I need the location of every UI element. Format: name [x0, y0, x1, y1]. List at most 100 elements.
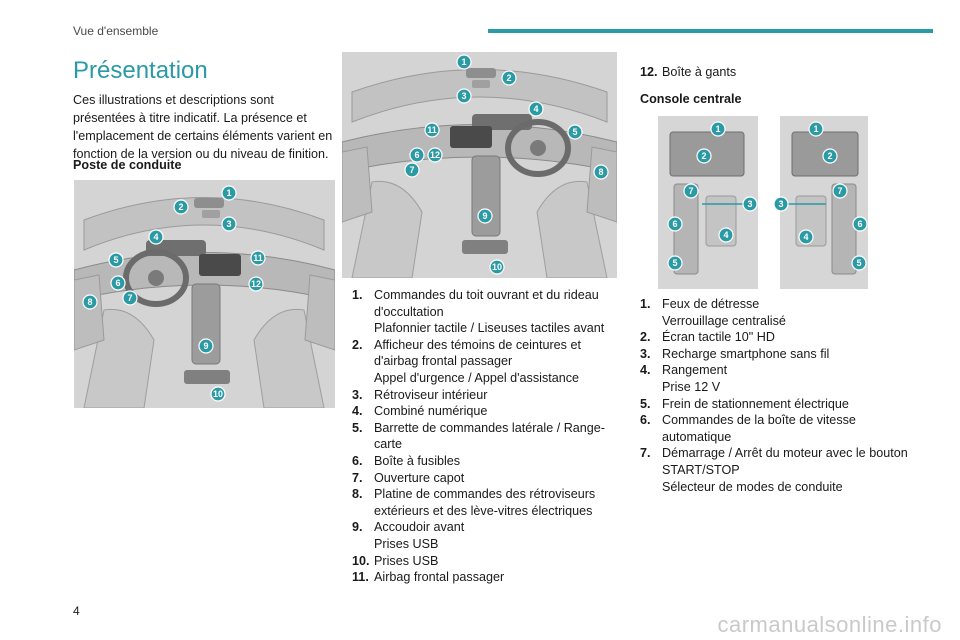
list-item-text: Démarrage / Arrêt du moteur avec le bout… [662, 445, 920, 495]
fig1-badge-12: 12 [248, 276, 264, 292]
list-item-text: Prises USB [374, 553, 617, 570]
svg-text:8: 8 [598, 167, 603, 177]
fig1-badge-4: 4 [148, 229, 164, 245]
fig3-right-badge-1: 1 [808, 121, 824, 137]
svg-text:3: 3 [461, 91, 466, 101]
fig3-left-badge-4: 4 [718, 227, 734, 243]
fig2-badge-9: 9 [477, 208, 493, 224]
fig2-badge-6: 6 [409, 147, 425, 163]
svg-text:4: 4 [803, 232, 808, 242]
svg-text:4: 4 [533, 104, 538, 114]
list-item-number: 1. [640, 297, 651, 311]
fig2-badge-1: 1 [456, 54, 472, 70]
svg-text:3: 3 [778, 199, 783, 209]
fig2-badge-3: 3 [456, 88, 472, 104]
list-item-number: 6. [352, 453, 363, 468]
fig1-badge-11: 11 [250, 250, 266, 266]
list-item-number: 10. [352, 553, 370, 568]
list-item-line: Sélecteur de modes de conduite [662, 479, 843, 494]
list-item-number: 5. [640, 396, 651, 411]
list-item-line: Commandes du toit ouvrant et du rideau d… [374, 288, 599, 319]
list-item-line: Recharge smartphone sans fil [662, 346, 830, 361]
list-item-number: 2. [352, 337, 363, 352]
list-item: 3. Rétroviseur intérieur [352, 387, 617, 404]
list-item-line: Airbag frontal passager [374, 570, 505, 585]
svg-text:12: 12 [430, 150, 440, 160]
fig1-badge-1: 1 [221, 185, 237, 201]
svg-text:12: 12 [251, 279, 261, 289]
cockpit-rhd-svg: 1 2 3 4 5 6 7 8 9 10 11 12 [342, 52, 617, 278]
svg-text:5: 5 [113, 255, 118, 265]
list-item-number: 3. [352, 387, 363, 402]
fig2-badge-4: 4 [528, 101, 544, 117]
header-accent-rule [488, 29, 933, 33]
list-item-line: Commandes de la boîte de vitesse automat… [662, 413, 856, 444]
list-item: 3.Recharge smartphone sans fil [640, 346, 920, 363]
svg-text:10: 10 [492, 262, 502, 272]
svg-text:2: 2 [701, 151, 706, 161]
fig3-right-badge-7: 7 [832, 183, 848, 199]
list-item-line: Afficheur des témoins de ceintures et d'… [374, 337, 581, 369]
list-item-number: 11. [352, 570, 369, 585]
list-item-text: Combiné numérique [374, 403, 617, 420]
list-item-text: Barrette de commandes latérale / Range-c… [374, 420, 617, 453]
fig2-badge-5: 5 [567, 124, 583, 140]
center-console-illustration: 1 2 3 4 5 6 7 1 2 7 3 6 4 5 [656, 116, 870, 289]
svg-text:5: 5 [672, 258, 677, 268]
svg-text:3: 3 [226, 219, 231, 229]
svg-text:1: 1 [226, 188, 231, 198]
fig3-right-badge-4: 4 [798, 229, 814, 245]
list-item-line: Rétroviseur intérieur [374, 387, 488, 402]
watermark: carmanualsonline.info [717, 612, 942, 637]
list-item: 1. Commandes du toit ouvrant et du rideau… [352, 287, 617, 337]
fig1-badge-10: 10 [210, 386, 226, 402]
list-item-line: Rangement [662, 363, 728, 378]
fig1-badge-7: 7 [122, 290, 138, 306]
svg-text:7: 7 [127, 293, 132, 303]
fig3-left-badge-3: 3 [742, 196, 758, 212]
page-number: 4 [73, 604, 80, 618]
svg-text:4: 4 [153, 232, 158, 242]
svg-text:7: 7 [688, 186, 693, 196]
list-item-number: 6. [640, 413, 651, 428]
list-item-line: Démarrage / Arrêt du moteur avec le bout… [662, 446, 908, 477]
list-item-line: Combiné numérique [374, 404, 488, 419]
fig3-left-badge-7: 7 [683, 183, 699, 199]
cockpit-lhd-illustration: 1 2 3 4 5 6 7 8 9 10 11 12 [74, 180, 335, 408]
list-item-number: 7. [640, 446, 651, 461]
poste-legend-list: 1. Commandes du toit ouvrant et du rideau… [352, 287, 617, 586]
fig3-right-badge-2: 2 [822, 148, 838, 164]
fig2-badge-7: 7 [404, 162, 420, 178]
svg-text:4: 4 [723, 230, 728, 240]
list-item-line: Prise 12 V [662, 379, 721, 394]
poste-heading: Poste de conduite [73, 158, 182, 172]
header-section-label: Vue d'ensemble [73, 24, 159, 38]
list-item-number: 4. [640, 363, 651, 378]
cockpit-rhd-illustration: 1 2 3 4 5 6 7 8 9 10 11 12 [342, 52, 617, 278]
fig3-left-badge-2: 2 [696, 148, 712, 164]
list-item: 7.Ouverture capot [352, 470, 617, 487]
list-item-line: Platine de commandes des rétroviseurs ex… [374, 487, 596, 518]
svg-text:6: 6 [414, 150, 419, 160]
fig2-badge-11: 11 [424, 122, 440, 138]
fig1-badge-9: 9 [198, 338, 214, 354]
list-item: 2.Écran tactile 10" HD [640, 329, 920, 346]
list-item-line: Feux de détresse [662, 297, 760, 311]
center-console-svg: 1 2 3 4 5 6 7 1 2 7 3 6 4 5 [658, 116, 868, 289]
list-item-number: 2. [640, 330, 651, 345]
svg-text:10: 10 [213, 389, 223, 399]
list-item-number: 4. [352, 404, 363, 419]
poste-legend-continued: 12. Boîte à gants [640, 64, 920, 81]
fig3-right-badge-6: 6 [852, 216, 868, 232]
list-item-line: Boîte à fusibles [374, 453, 461, 468]
list-item-text: Commandes du toit ouvrant et du rideau d… [374, 287, 617, 337]
fig3-left-badge-1: 1 [710, 121, 726, 137]
fig1-badge-2: 2 [173, 199, 189, 215]
svg-text:2: 2 [827, 151, 832, 161]
list-item-number: 1. [352, 288, 363, 302]
svg-text:5: 5 [572, 127, 577, 137]
